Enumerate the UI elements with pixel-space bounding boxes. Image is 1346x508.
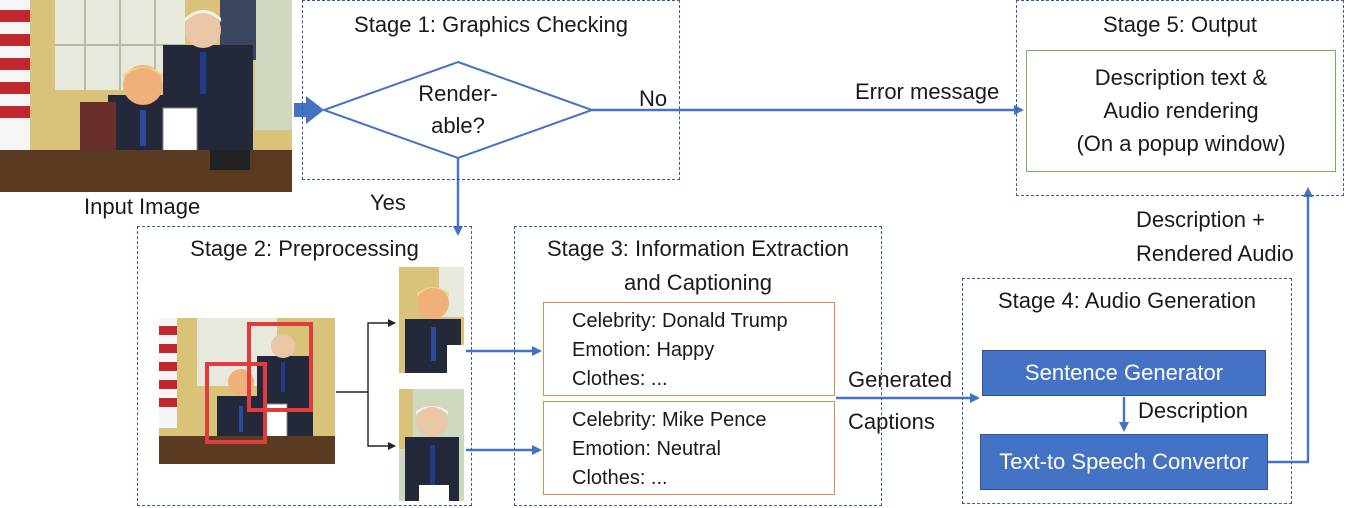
decision-line2: able? [431, 113, 485, 138]
photo-office-scene [0, 0, 292, 192]
description-label: Description [1138, 398, 1249, 423]
output-line1: Description text & [1094, 65, 1268, 90]
stage5-title: Stage 5: Output [1102, 12, 1258, 37]
stage1-box: Stage 1: Graphics Checking [302, 0, 680, 180]
photo-crop-trump [399, 267, 464, 373]
yes-label: Yes [370, 190, 406, 215]
tts-convertor-box: Text-to Speech Convertor [980, 434, 1268, 490]
input-arrow [294, 96, 324, 124]
input-image-label: Input Image [84, 194, 201, 219]
photo-crop-pence [399, 389, 464, 501]
audio-arrow [1268, 187, 1313, 464]
caption2-clothes: Clothes: ... [572, 467, 668, 489]
input-image [0, 0, 292, 192]
stage3-box: Stage 3: Information Extraction and Capt… [514, 226, 882, 506]
caption1-emotion: Emotion: Happy [572, 339, 715, 361]
output-line2: Audio rendering [1103, 98, 1259, 123]
crop-trump [399, 267, 464, 373]
red-detection-box-pence [247, 322, 313, 412]
no-label: No [639, 86, 668, 111]
caption1-celebrity: Celebrity: Donald Trump [572, 310, 788, 332]
output-line3: (On a popup window) [1076, 131, 1286, 156]
decision-line1: Render- [418, 81, 498, 106]
caption-box-trump: Celebrity: Donald Trump Emotion: Happy C… [543, 302, 835, 396]
captions-label: Captions [848, 409, 935, 434]
caption2-celebrity: Celebrity: Mike Pence [572, 409, 767, 431]
caption-box-pence: Celebrity: Mike Pence Emotion: Neutral C… [543, 401, 835, 495]
error-message-label: Error message [855, 79, 1000, 104]
feedback-line2: Rendered Audio [1136, 241, 1294, 266]
photo-office-scene-small [159, 318, 335, 464]
feedback-line1: Description + [1136, 207, 1266, 232]
crop-pence [399, 389, 464, 501]
stage1-title: Stage 1: Graphics Checking [354, 12, 628, 37]
split-arrow-top [336, 319, 396, 393]
generated-label: Generated [848, 367, 952, 392]
stage3-title-line2: and Captioning [623, 270, 772, 295]
stage5-box: Stage 5: Output [1016, 0, 1344, 196]
caption2-emotion: Emotion: Neutral [572, 438, 721, 460]
stage4-title: Stage 4: Audio Generation [997, 288, 1257, 313]
preprocess-image [159, 318, 335, 464]
stage3-title-line1: Stage 3: Information Extraction [546, 236, 850, 261]
red-detection-box-trump [205, 362, 267, 444]
caption1-clothes: Clothes: ... [572, 368, 668, 390]
output-box: Description text & Audio rendering (On a… [1026, 50, 1336, 172]
stage2-title: Stage 2: Preprocessing [190, 236, 419, 261]
sentence-generator-box: Sentence Generator [982, 350, 1266, 396]
stage2-box: Stage 2: Preprocessing [137, 226, 472, 506]
split-arrow-bottom [367, 392, 396, 450]
stage4-box: Stage 4: Audio Generation [962, 278, 1292, 504]
